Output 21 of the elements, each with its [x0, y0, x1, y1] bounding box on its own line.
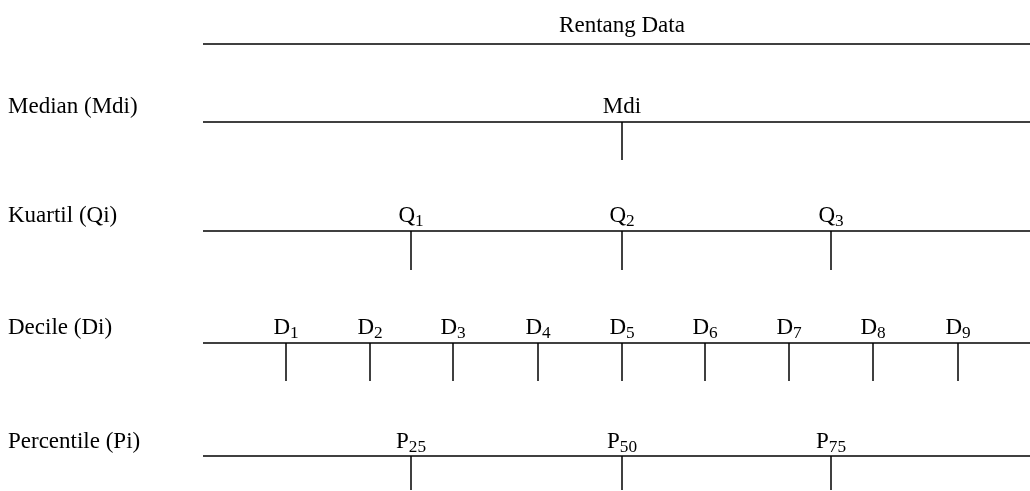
marker-label: D$_{8}$ — [860, 313, 886, 341]
row-label: Decile (Di) — [8, 313, 113, 341]
marker-label: D$_{9}$ — [945, 313, 971, 341]
marker-label: Q$_{1}$ — [398, 201, 424, 229]
marker-label: Mdi — [602, 92, 642, 120]
row-label: Kuartil (Qi) — [8, 201, 118, 229]
marker-label: P$_{50}$ — [607, 427, 637, 455]
marker-label: P$_{25}$ — [396, 427, 426, 455]
marker-label: D$_{5}$ — [609, 313, 635, 341]
marker-label: D$_{2}$ — [357, 313, 383, 341]
marker-label: D$_{4}$ — [525, 313, 551, 341]
marker-label: D$_{7}$ — [776, 313, 802, 341]
marker-label: Rentang Data — [559, 11, 685, 39]
row-label: Percentile (Pi) — [8, 427, 141, 455]
marker-label: D$_{1}$ — [273, 313, 299, 341]
marker-label: D$_{6}$ — [692, 313, 718, 341]
marker-label: D$_{3}$ — [440, 313, 466, 341]
marker-label: P$_{75}$ — [816, 427, 846, 455]
marker-label: Q$_{3}$ — [818, 201, 844, 229]
row-label: Median (Mdi) — [8, 92, 138, 120]
marker-label: Q$_{2}$ — [609, 201, 635, 229]
